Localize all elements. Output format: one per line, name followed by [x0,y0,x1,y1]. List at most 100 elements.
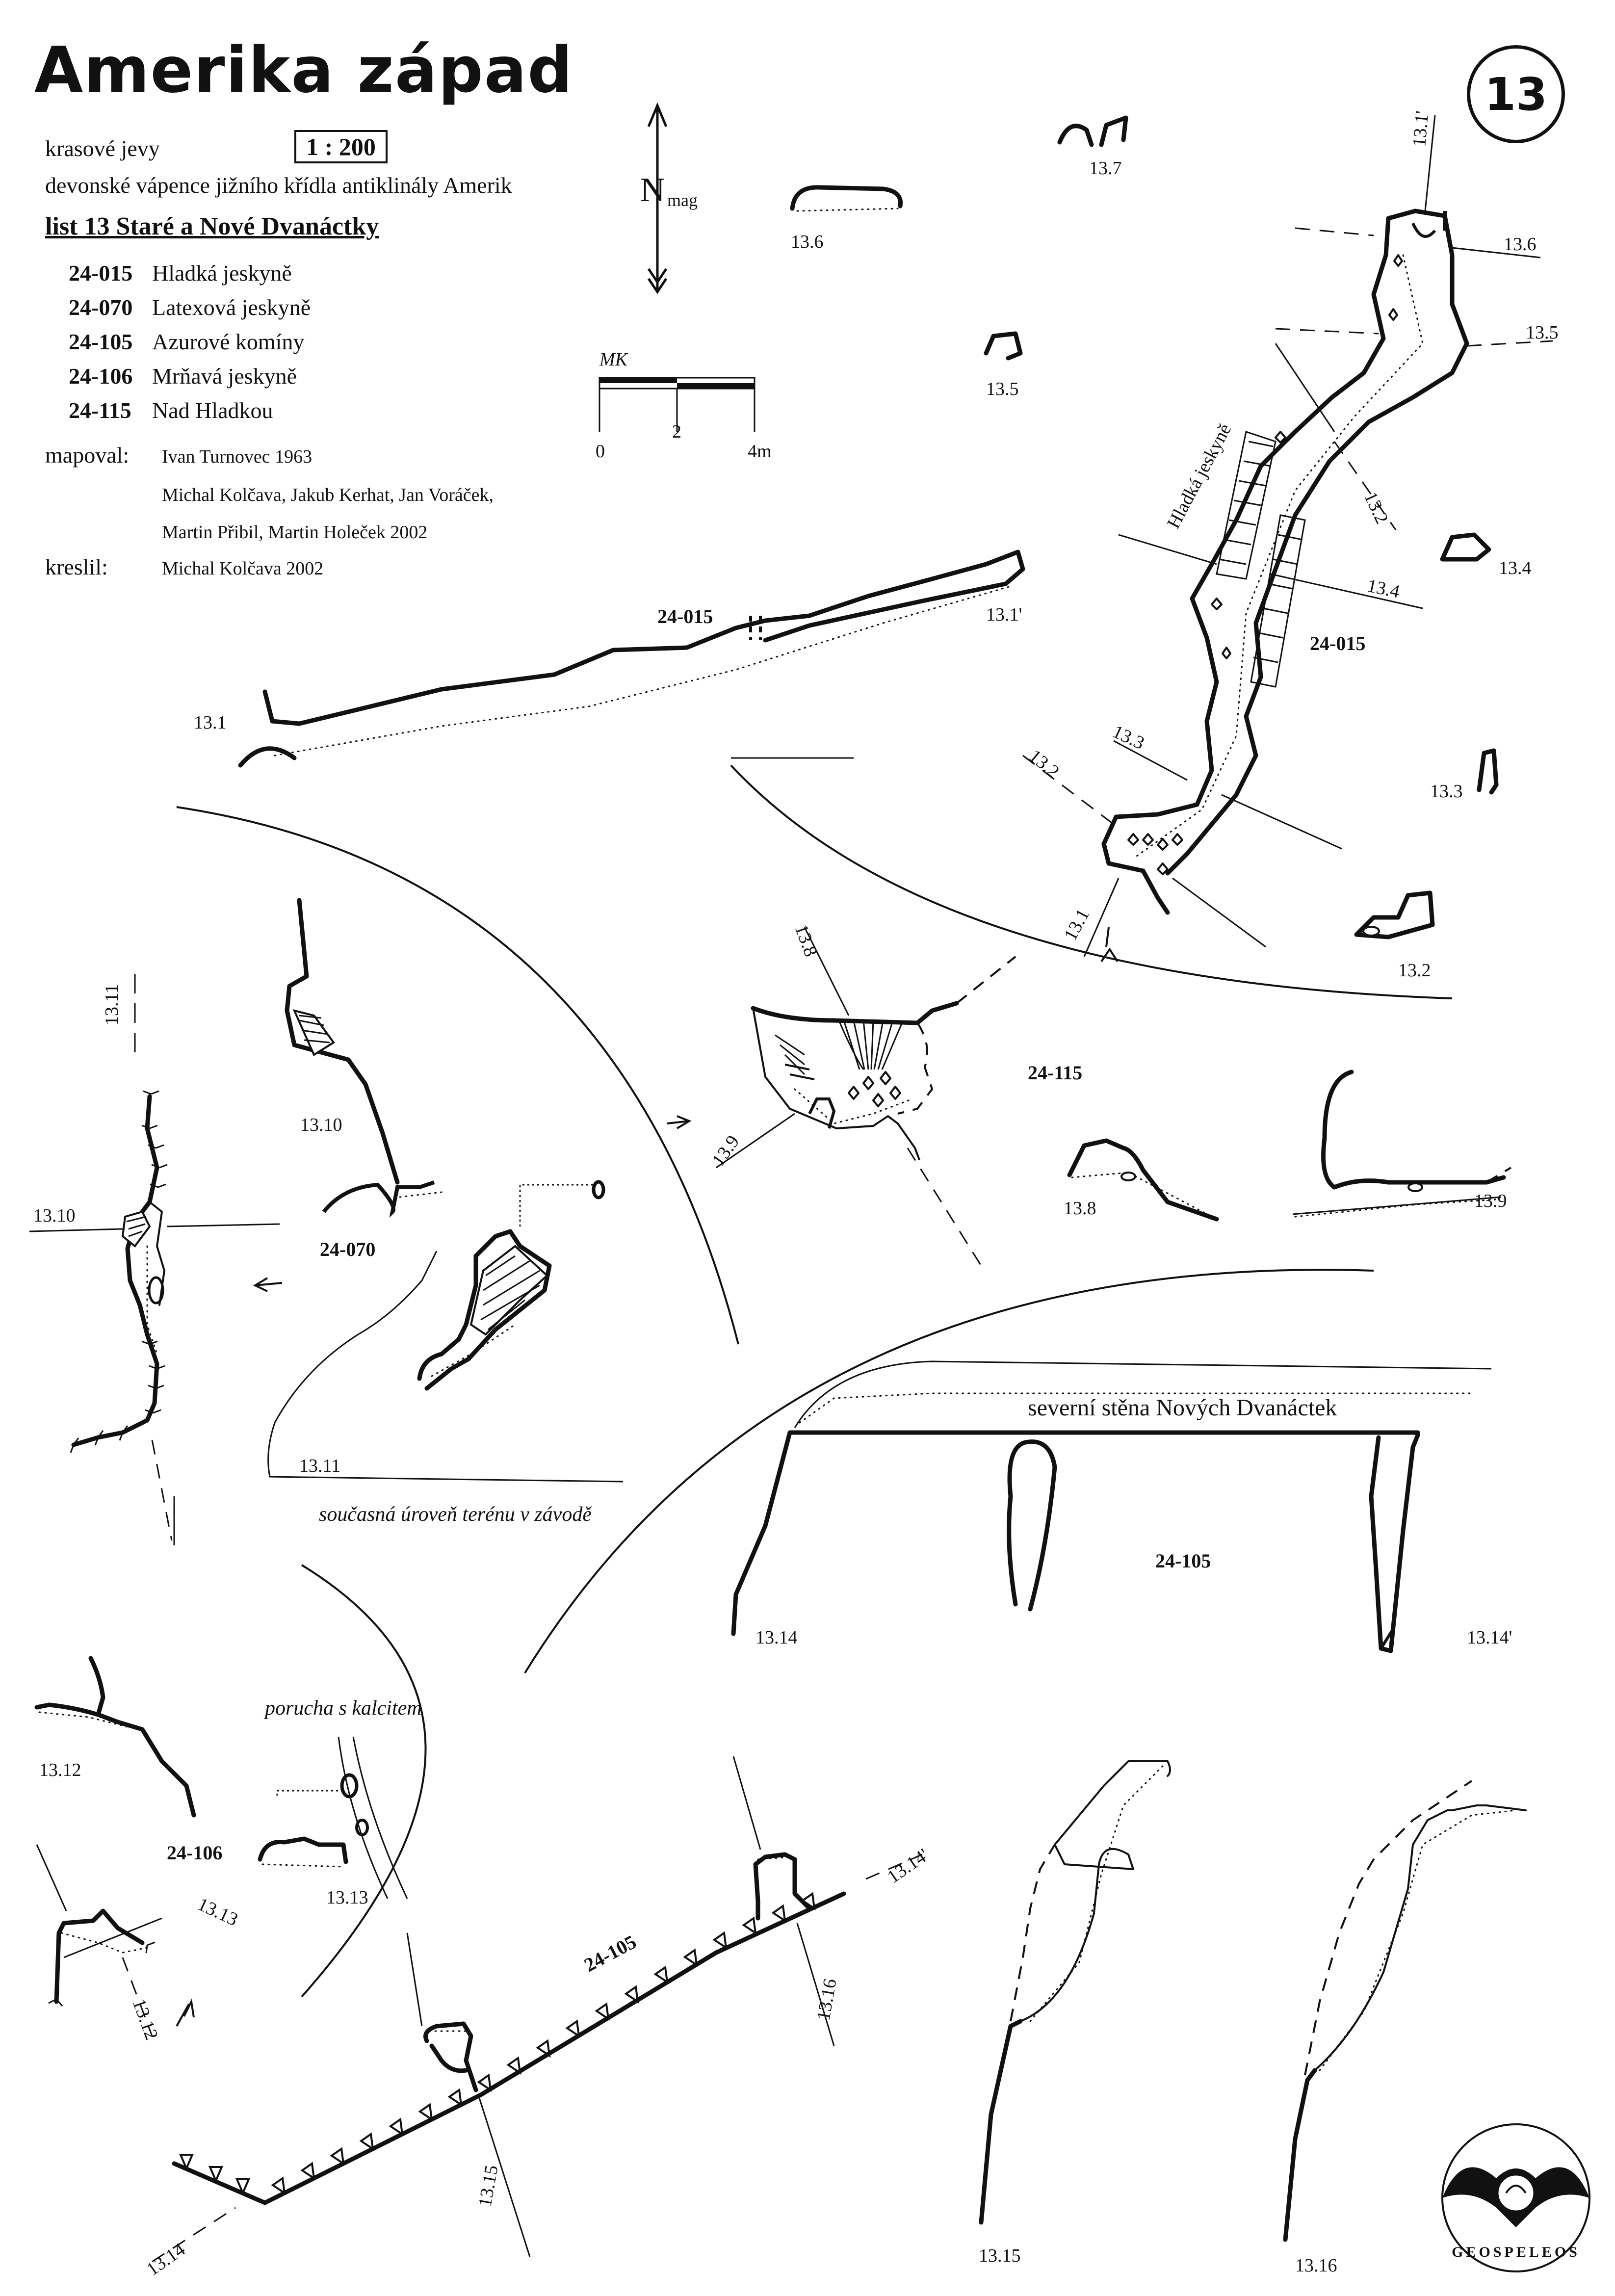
sheet-number-badge: 13 [1467,45,1565,143]
code-24-106: 24-106 [167,1842,222,1864]
cave-list-item: 24-115 Nad Hladkou [69,393,311,428]
section-label-13-14: 13.14 [755,1627,798,1648]
cave-name: Mrňavá jeskyně [152,364,297,389]
code-24-015-section: 24-015 [657,605,713,627]
surveyed-label: mapoval: [45,443,130,468]
section-label-13-11-plan: 13.11 [102,984,122,1025]
scale-tick-2: 2 [672,421,681,442]
section-label-13-16: 13.16 [1295,2255,1337,2276]
cave-list-item: 24-106 Mrňavá jeskyně [69,359,311,393]
section-label-13-1-plan: 13.1 [1060,906,1094,944]
section-label-13-5-plan: 13.2 [1360,489,1392,527]
section-lines-24-015: 13.1' 13.6 13.5 13.2 13.4 13.3 13.2 13.1 [731,110,1559,957]
cave-code: 24-070 [69,295,133,320]
geospeleos-logo-icon: GEOSPELEOS [1441,2123,1590,2272]
section-label-13-6-plan: 13.5 [1526,322,1559,343]
cave-name: Azurové komíny [152,329,305,354]
cave-24-070-plan: 13.11 13.10 [29,974,280,1541]
cross-section-13-8: 13.8 [1064,1138,1219,1222]
section-label-13-14-prime: 13.14' [1467,1627,1512,1648]
code-24-070: 24-070 [320,1238,375,1260]
cave-name: Nad Hladkou [152,398,273,423]
section-label-13-9: 13.9 [1474,1191,1507,1211]
cave-name: Hladká jeskyně [152,261,292,286]
drawn-by: Michal Kolčava 2002 [162,558,324,579]
drawn-label: kreslil: [45,554,108,579]
section-label-13-4-plan: 13.4 [1365,575,1402,602]
terrain-level-note: současná úroveň terénu v závodě [319,1503,592,1526]
cross-section-13-3: 13.3 [1430,748,1499,802]
section-label-13-8: 13.8 [1064,1198,1096,1219]
cave-code: 24-115 [69,398,131,423]
cross-section-13-9: 13.9 [1292,1070,1512,1218]
section-label-13-6: 13.6 [791,232,824,252]
cross-section-13-5: 13.5 [984,331,1023,399]
cross-section-13-4: 13.4 [1440,532,1532,578]
section-arc-right [730,764,1453,999]
cave-24-070: 13.10 13.11 24-070 současná úroveň terén… [253,898,624,1526]
section-label-13-7-plan: 13.6 [1504,234,1537,255]
code-24-115: 24-115 [1028,1062,1082,1084]
logo-text: GEOSPELEOS [1452,2244,1580,2260]
cave-list: 24-015 Hladká jeskyně 24-070 Latexová jesk… [69,256,311,428]
section-label-13-4: 13.4 [1499,558,1532,578]
scale-ratio: 1 : 200 [294,130,388,163]
geology-note: devonské vápence jižního křídla antiklin… [45,173,512,198]
section-label-13-14-plan: 13.14 [143,2239,189,2280]
section-label-13-15-plan: 13.15 [475,2164,502,2208]
section-label-13-12: 13.12 [39,1760,81,1780]
cave-code: 24-105 [69,329,133,354]
subtitle: krasové jevy [45,136,160,161]
cave-name: Latexová jeskyně [152,295,311,320]
section-label-13-10: 13.10 [300,1115,342,1135]
cross-section-13-6: 13.6 [790,185,903,252]
fault-note: porucha s kalcitem [263,1697,422,1720]
section-label-13-1: 13.1 [194,712,227,733]
cave-list-item: 24-070 Latexová jeskyně [69,290,311,325]
section-label-13-7: 13.7 [1089,158,1122,179]
cross-section-13-15: 13.15 [979,1760,1171,2266]
sheet-title: list 13 Staré a Nové Dvanáctky [45,212,379,240]
surveyors-2002: Michal Kolčava, Jakub Kerhat, Jan Voráče… [162,485,494,505]
scale-initials: MK [599,349,628,370]
section-label-13-1-prime: 13.1' [986,604,1022,625]
section-label-13-12-plan: 13.12 [129,1996,162,2043]
surveyors-2002-cont: Martin Přibil, Martin Holeček 2002 [162,522,428,543]
map-title: Amerika západ [34,34,573,107]
section-label-13-10-plan: 13.10 [33,1205,76,1226]
north-label: N [640,171,665,209]
scale-bar: MK 0 2 4m [596,349,772,462]
section-label-13-11: 13.11 [299,1456,340,1476]
section-label-13-14-prime-plan: 13.14' [884,1845,933,1887]
north-arrow-icon: N mag [640,102,698,294]
cave-list-item: 24-105 Azurové komíny [69,325,311,359]
section-label-13-2: 13.2 [1398,960,1431,981]
cave-24-015-section: 24-015 13.1 13.1' [194,549,1025,768]
scale-tick-4m: 4m [748,441,772,462]
section-label-13-13-plan: 13.13 [194,1894,241,1930]
north-suffix: mag [667,190,698,210]
scale-tick-0: 0 [596,441,605,462]
cave-24-115-plan: 13.8 13.9 24-115 [667,922,1082,1266]
section-label-13-5: 13.5 [986,379,1019,399]
cave-24-015-plan: Hladká jeskyně 24-015 [1100,209,1469,963]
cave-code: 24-015 [69,261,133,286]
section-label-13-8-plan: 13.8 [791,922,821,960]
section-arc-lower [301,1564,427,1998]
section-label-13-3-plan: 13.3 [1109,721,1147,754]
cave-list-item: 24-015 Hladká jeskyně [69,256,311,290]
section-arc-left [176,806,739,1345]
section-arc-center [524,1269,1374,1674]
fault-with-calcite: porucha s kalcitem 13.13 [258,1697,422,1908]
cave-24-105-north-wall: severní stěna Nových Dvanáctek 24-105 13… [731,1360,1512,1653]
section-label-13-2-plan: 13.2 [1025,746,1063,783]
cross-section-13-2: 13.2 [1354,890,1435,981]
cross-section-13-7: 13.7 [1057,115,1128,179]
section-label-13-16-plan: 13.16 [813,1977,841,2022]
cave-code: 24-106 [69,364,133,389]
section-label-13-13: 13.13 [326,1887,368,1908]
cave-24-106: 13.12 24-106 13.13 13.12 [34,1656,241,2043]
cave-24-105-plan: 24-105 13.14 13.14' 13.15 13.16 [143,1756,933,2280]
section-label-13-3: 13.3 [1430,781,1463,802]
